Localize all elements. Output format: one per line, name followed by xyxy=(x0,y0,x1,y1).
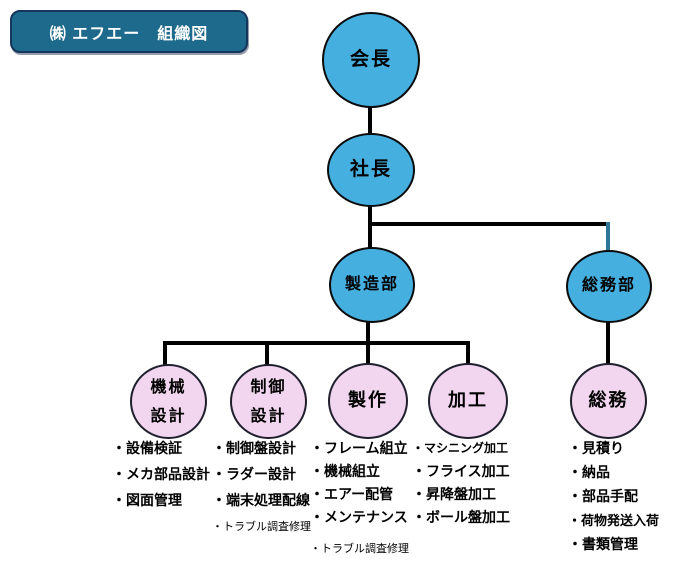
list-item: ・部品手配 xyxy=(568,488,638,504)
list-item: ・ボール盤加工 xyxy=(412,509,510,525)
list-item: ・荷物発送入荷 xyxy=(568,513,660,528)
node-production-label: 製作 xyxy=(348,390,388,411)
connector-branch-processing xyxy=(466,341,470,365)
node-chairman: 会長 xyxy=(322,12,420,108)
node-president: 社長 xyxy=(327,133,415,207)
list-item: ・エアー配管 xyxy=(310,486,394,502)
list-item: ・図面管理 xyxy=(112,492,182,508)
node-control-design: 制御 設計 xyxy=(230,364,307,439)
list-item: ・マシニング加工 xyxy=(412,441,509,455)
duty-list-control-design: ・制御盤設計・ラダー設計・端末処理配線・トラブル調査修理 xyxy=(212,440,311,545)
node-general-affairs-dept-label: 総務部 xyxy=(581,277,636,295)
duty-list-production: ・フレーム組立・機械組立・エアー配管・メンテナンス・トラブル調査修理 xyxy=(310,440,409,564)
node-production: 製作 xyxy=(328,363,408,439)
list-item: ・端末処理配線 xyxy=(212,492,310,508)
node-president-label: 社長 xyxy=(349,158,392,180)
node-general-affairs-label: 総務 xyxy=(588,390,629,411)
list-item: ・トラブル調査修理 xyxy=(212,521,311,533)
node-chairman-label: 会長 xyxy=(349,48,392,70)
node-manufacturing-dept: 製造部 xyxy=(329,247,415,323)
node-manufacturing-dept-label: 製造部 xyxy=(344,275,399,293)
node-general-affairs: 総務 xyxy=(570,363,647,439)
node-machine-design: 機械 設計 xyxy=(130,364,207,439)
list-item: ・納品 xyxy=(568,464,610,480)
duty-list-general-affairs: ・見積り・納品・部品手配・荷物発送入荷・書類管理 xyxy=(568,440,659,560)
list-item: ・フレーム組立 xyxy=(310,440,408,456)
connector-branch-general-affairs-dept xyxy=(606,222,610,252)
node-machine-design-line2: 設計 xyxy=(150,407,187,425)
node-processing: 加工 xyxy=(428,363,508,439)
list-item: ・制御盤設計 xyxy=(212,440,296,456)
title-box: ㈱ エフエー 組織図 xyxy=(10,10,248,53)
list-item: ・ラダー設計 xyxy=(212,466,296,482)
list-item: ・メンテナンス xyxy=(310,509,408,525)
list-item: ・設備検証 xyxy=(112,440,182,456)
node-control-design-line1: 制御 xyxy=(250,378,287,396)
connector-branch-top xyxy=(368,222,610,226)
connector-branch-control-design xyxy=(265,341,269,365)
list-item: ・見積り xyxy=(568,440,624,456)
connector-branch-bottom xyxy=(163,341,470,345)
node-machine-design-line1: 機械 xyxy=(150,378,187,396)
duty-list-processing: ・マシニング加工・フライス加工・昇降盤加工・ボール盤加工 xyxy=(412,440,510,532)
connector-chairman-president xyxy=(368,106,372,135)
list-item: ・メカ部品設計 xyxy=(112,466,210,482)
connector-president-manufacturing xyxy=(368,205,372,249)
list-item: ・昇降盤加工 xyxy=(412,486,496,502)
node-control-design-line2: 設計 xyxy=(250,407,287,425)
list-item: ・トラブル調査修理 xyxy=(310,543,409,555)
duty-list-machine-design: ・設備検証・メカ部品設計・図面管理 xyxy=(112,440,210,518)
list-item: ・書類管理 xyxy=(568,536,638,552)
connector-gad-general-affairs xyxy=(606,322,610,364)
chart-title: ㈱ エフエー 組織図 xyxy=(49,25,209,43)
connector-branch-machine-design xyxy=(163,341,167,365)
list-item: ・機械組立 xyxy=(310,463,380,479)
node-general-affairs-dept: 総務部 xyxy=(566,250,652,323)
list-item: ・フライス加工 xyxy=(412,463,510,479)
node-processing-label: 加工 xyxy=(448,390,488,411)
